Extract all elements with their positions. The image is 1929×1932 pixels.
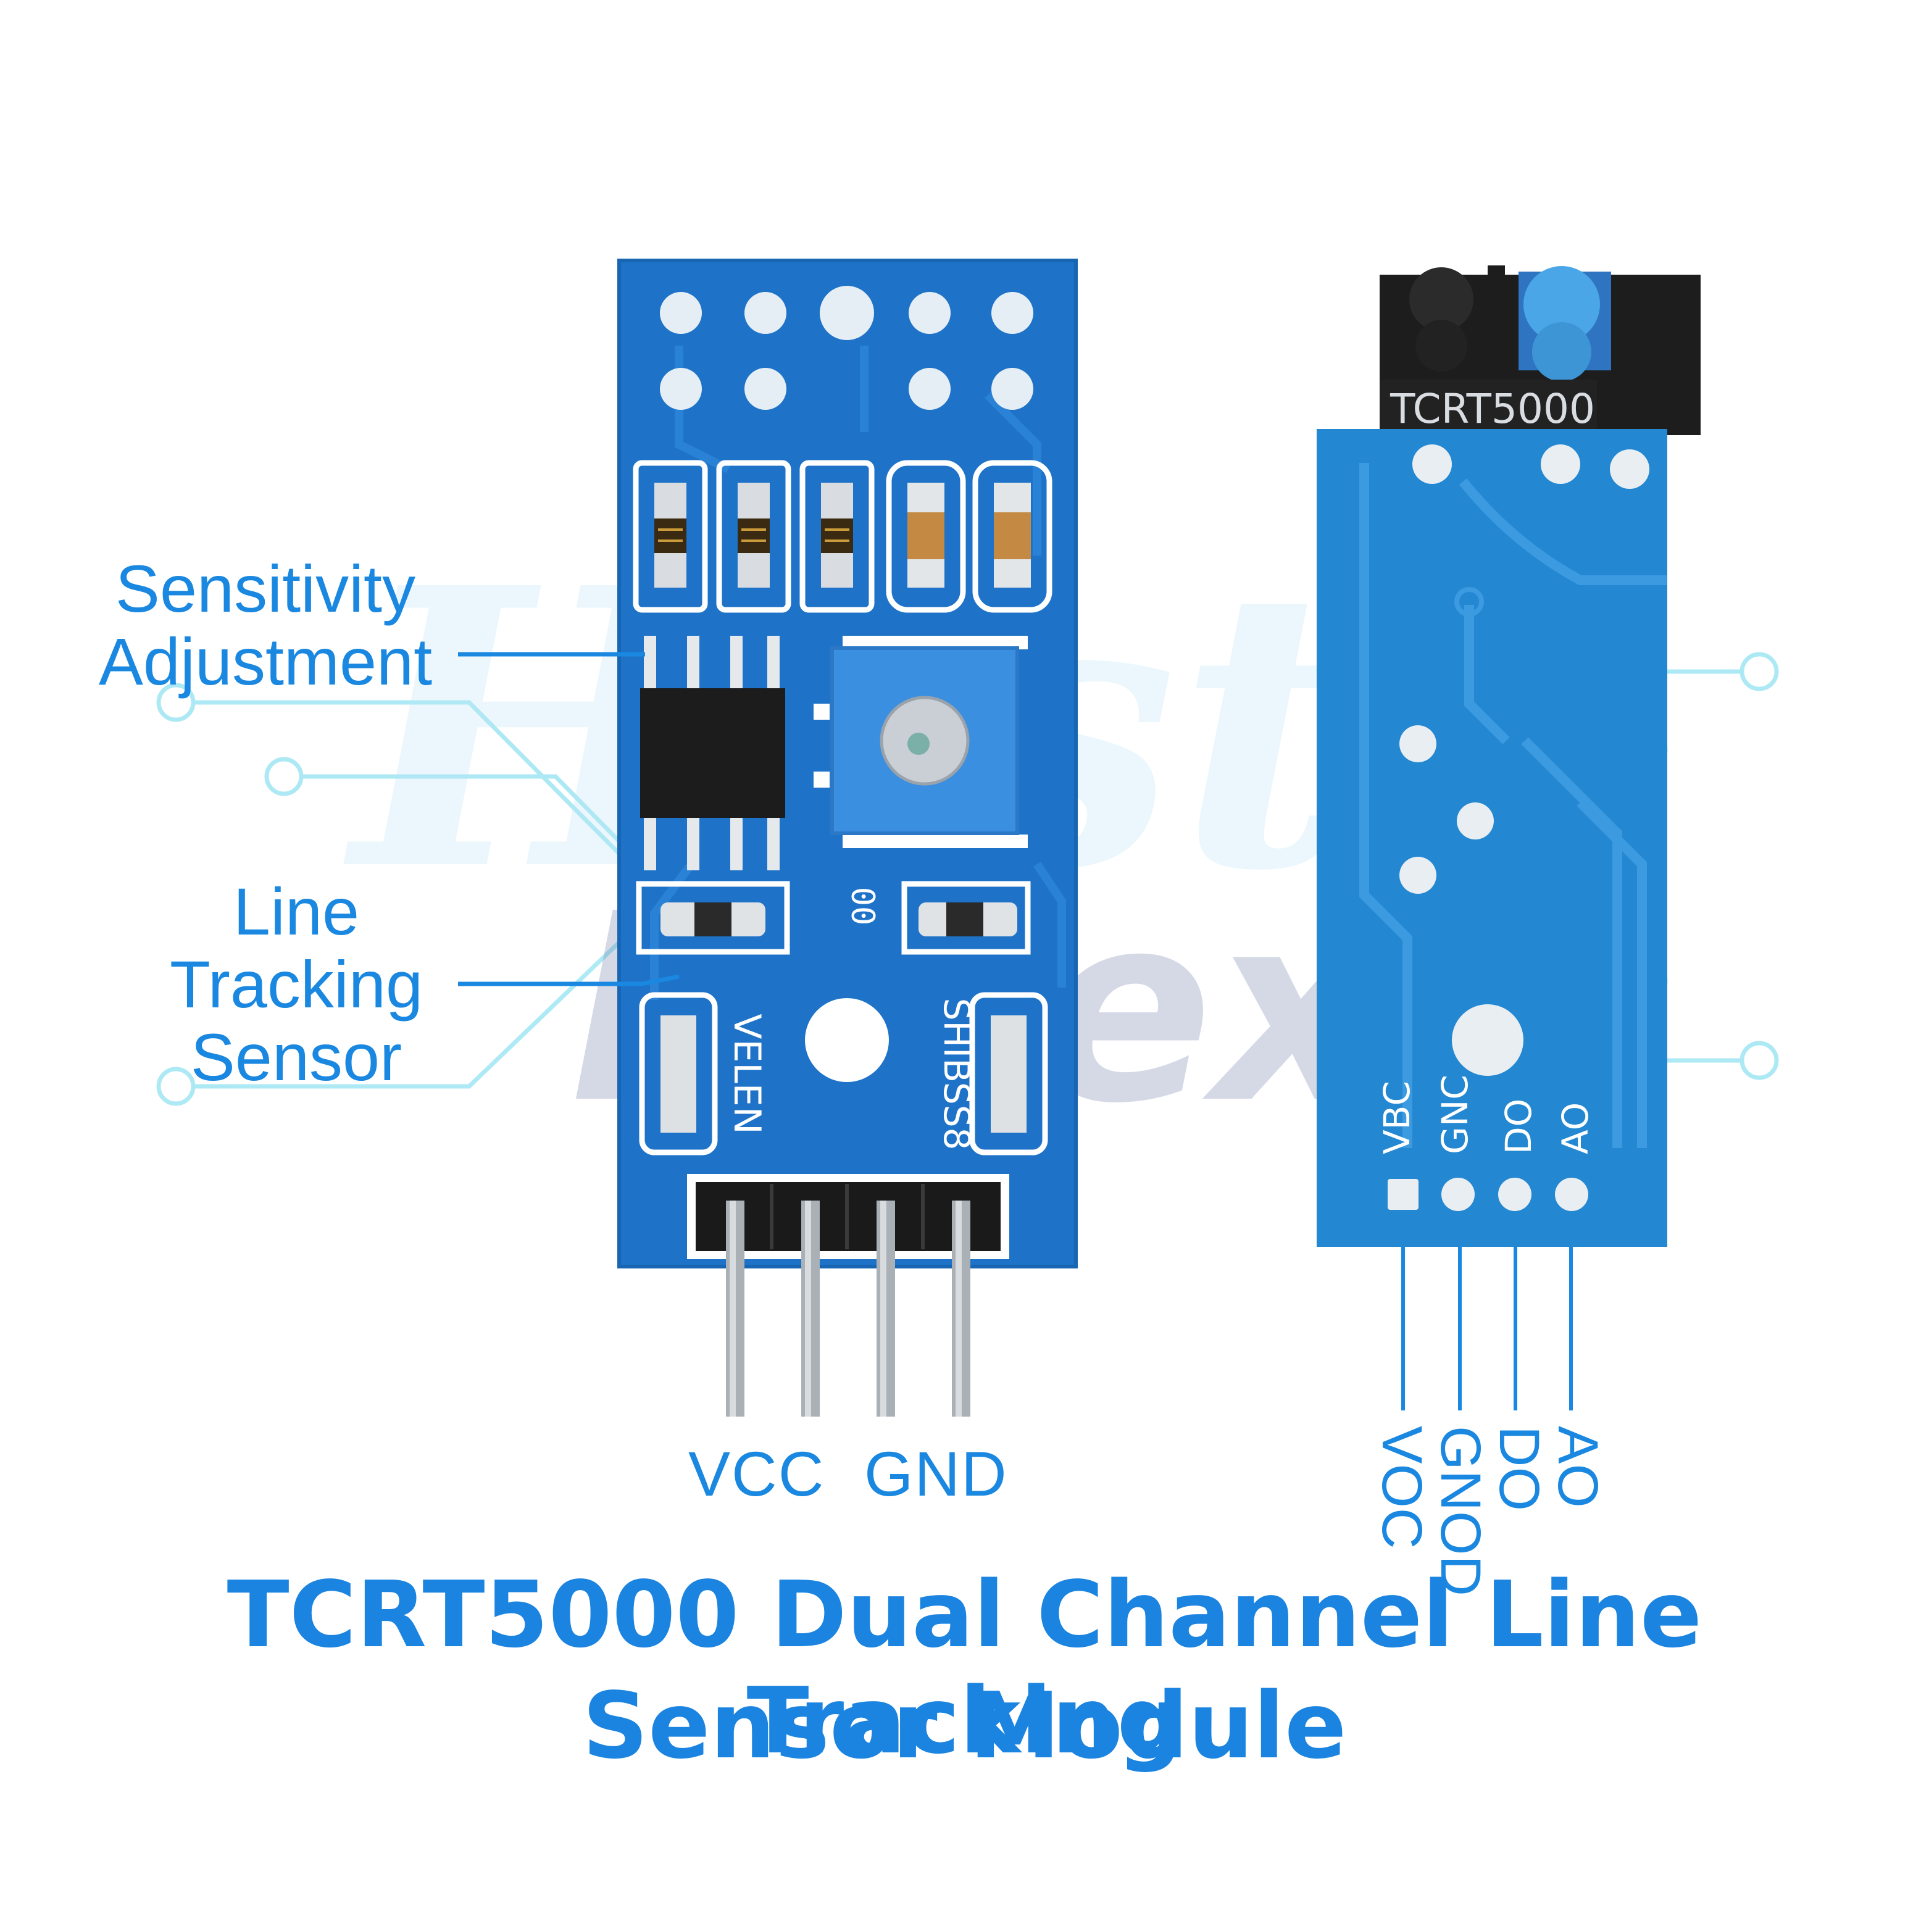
- back-pin-labels: VOC GNOD DO AO: [1370, 1426, 1609, 1596]
- comparator-ic-chip: [640, 636, 785, 870]
- callout-line-tracking-line3: Sensor: [190, 1020, 402, 1094]
- back-solder-holes: [1399, 444, 1649, 1076]
- front-diode-pads: [639, 992, 1048, 1155]
- indicator-leds: 00: [636, 881, 1031, 955]
- front-silkscreen-left: VELEN: [725, 1014, 769, 1134]
- back-pin-label-2: GNOD: [1429, 1426, 1492, 1596]
- callout-sensitivity: Sensitivity Adjustment: [80, 552, 451, 698]
- back-silkscreen-pins: VBC GNC DO AO: [1376, 1075, 1596, 1154]
- callout-line-tracking-line2: Tracking: [169, 947, 423, 1022]
- front-top-holes: [660, 286, 1033, 410]
- back-silk-pin-2: GNC: [1434, 1075, 1476, 1154]
- back-silk-pin-3: DO: [1498, 1099, 1539, 1154]
- callout-line-tracking: Line Tracking Sensor: [111, 875, 481, 1094]
- front-smd-components: [633, 460, 1052, 613]
- sensor-part-label: TCRT5000: [1389, 385, 1595, 433]
- back-silk-pin-1: VBC: [1376, 1081, 1418, 1154]
- tcrt5000-sensor: TCRT5000: [1380, 265, 1701, 475]
- back-pin-label-1: VOC: [1370, 1426, 1433, 1549]
- callout-sensitivity-line2: Adjustment: [98, 624, 433, 699]
- front-pin-label-gnd: GND: [864, 1439, 1008, 1509]
- front-mounting-hole: [805, 998, 889, 1082]
- back-pcb-board: TCRT5000 VBC GNC DO AO: [1317, 265, 1701, 1410]
- back-pin-label-3: DO: [1488, 1426, 1551, 1511]
- front-pin-header: [687, 1174, 1009, 1417]
- svg-text:00: 00: [844, 887, 881, 926]
- back-pin-pads: [1388, 1178, 1588, 1211]
- front-pin-label-vcc: VCC: [688, 1439, 825, 1509]
- front-silkscreen-right: SHIBSS8: [936, 998, 978, 1151]
- page-title-line1: TCRT5000 Dual Channel Line Tracking: [227, 1562, 1702, 1774]
- callout-leaders: [458, 652, 680, 986]
- page-title-line2: Sensor Module: [582, 1673, 1347, 1779]
- callout-line-tracking-line1: Line: [233, 874, 360, 949]
- back-pin-label-4: AO: [1546, 1426, 1609, 1508]
- front-pcb-board: 00 VELEN SHIBSS8: [617, 259, 1078, 1417]
- potentiometer: [814, 636, 1028, 848]
- callout-sensitivity-line1: Sensitivity: [115, 551, 416, 626]
- back-silk-pin-4: AO: [1554, 1102, 1596, 1154]
